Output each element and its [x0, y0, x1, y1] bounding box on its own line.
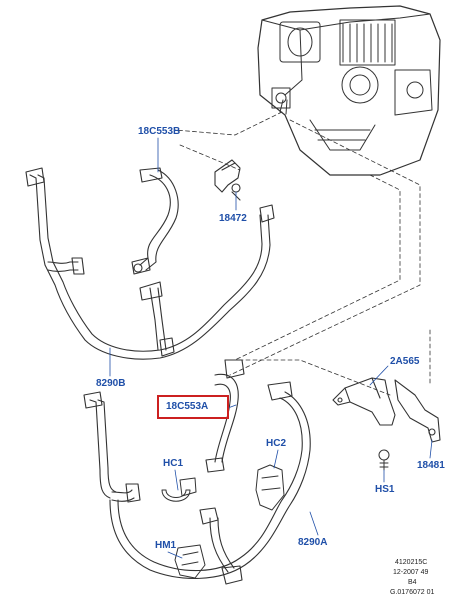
clip-hc2: [255, 464, 285, 511]
heater-core-housing: [257, 5, 441, 176]
connector-18472: [214, 159, 241, 201]
label-2a565: 2A565: [390, 356, 420, 367]
callout-leaders: [109, 137, 433, 559]
hose-assembly-8290a: [83, 381, 311, 585]
label-18c553a: 18C553A: [166, 401, 209, 412]
label-18472: 18472: [219, 213, 247, 224]
label-hc1: HC1: [163, 458, 184, 469]
clip-hc1: [161, 477, 197, 502]
hose-18c553a: [205, 359, 245, 473]
label-hs1: HS1: [375, 484, 395, 495]
hose-assembly-8290b: [25, 167, 275, 360]
ref-drawing-id: G.0176072 01: [390, 589, 435, 596]
label-8290b: 8290B: [96, 378, 126, 389]
screw-hs1: [378, 449, 390, 471]
ref-code: 4120215C: [395, 559, 428, 566]
label-8290a: 8290A: [298, 537, 328, 548]
label-18c553b: 18C553B: [138, 126, 181, 137]
ref-date: 12-2007 49: [393, 569, 429, 576]
leader-lines: [174, 111, 431, 396]
label-hm1: HM1: [155, 540, 177, 551]
hose-18c553b: [131, 167, 179, 275]
label-hc2: HC2: [266, 438, 287, 449]
label-18481: 18481: [417, 460, 445, 471]
bracket-18481: [394, 379, 441, 443]
highlight-18c553a: [157, 395, 229, 419]
ref-variant: B4: [408, 579, 417, 586]
mount-hm1: [174, 544, 206, 579]
